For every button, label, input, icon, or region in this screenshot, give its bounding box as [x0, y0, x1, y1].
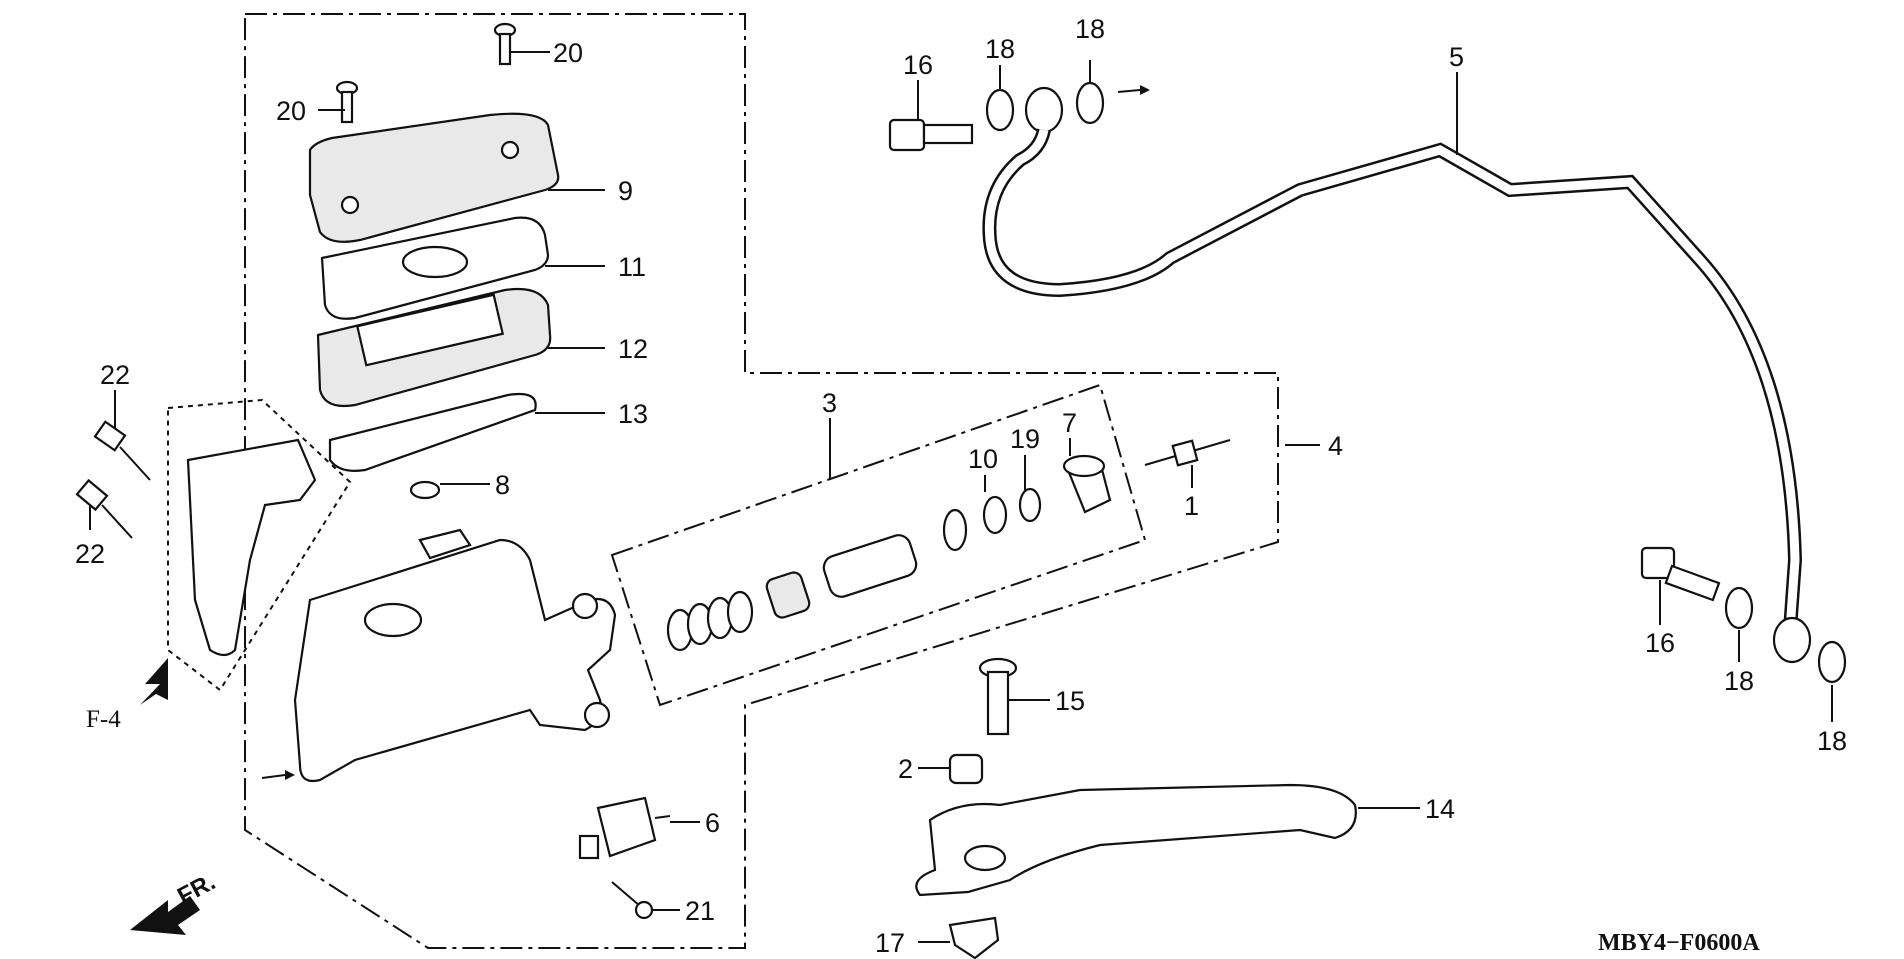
front-arrow [130, 896, 200, 935]
bolt-22-top [93, 420, 151, 481]
callout-6: 6 [705, 808, 720, 838]
pivot-nut [948, 916, 1000, 959]
screw-20-top [493, 22, 517, 66]
washer-18-top-a [985, 88, 1015, 132]
callout-18-bottom-b: 18 [1817, 726, 1847, 756]
callout-20-left: 20 [276, 96, 306, 126]
holder-bracket [186, 438, 317, 657]
piston-kit-boundary [610, 383, 1147, 707]
boot-7 [1062, 454, 1112, 514]
reservoir-cap [308, 112, 560, 243]
oil-bolt-16-top [888, 118, 974, 152]
callout-17: 17 [875, 928, 905, 958]
washer-18-bottom-b [1817, 640, 1847, 684]
callout-9: 9 [618, 176, 633, 206]
clip-8 [409, 480, 441, 500]
callout-19: 19 [1010, 424, 1040, 454]
cup [765, 571, 811, 619]
callout-22-bottom: 22 [75, 539, 105, 569]
screw-20-left [335, 80, 359, 124]
callout-22-top: 22 [100, 360, 130, 390]
washer-10-area [942, 487, 1042, 552]
gasket [328, 392, 537, 472]
callout-10: 10 [968, 444, 998, 474]
callout-20-top: 20 [553, 38, 583, 68]
washer-18-bottom-a [1724, 586, 1754, 630]
reference-f4: F-4 [86, 706, 121, 733]
callout-18-top-a: 18 [985, 34, 1015, 64]
piston [822, 534, 918, 598]
oil-bolt-16-bottom [1640, 546, 1721, 602]
callout-5: 5 [1449, 42, 1464, 72]
callout-11: 11 [618, 252, 646, 282]
diagram-code: MBY4−F0600A [1598, 930, 1760, 956]
callout-18-bottom-a: 18 [1724, 666, 1754, 696]
callout-2: 2 [898, 754, 913, 784]
assembly-boundary [244, 13, 1279, 949]
clutch-lever [915, 783, 1357, 897]
pivot-bolt [978, 657, 1018, 736]
callout-7: 7 [1062, 408, 1077, 438]
callout-16-bottom: 16 [1645, 628, 1675, 658]
callout-1: 1 [1184, 491, 1199, 521]
push-rod [1144, 439, 1231, 467]
callout-12: 12 [618, 334, 648, 364]
callout-8: 8 [495, 470, 510, 500]
spring [666, 590, 754, 652]
screw-21 [611, 881, 654, 920]
washer-18-top-b [1075, 81, 1105, 125]
callout-16-top: 16 [903, 50, 933, 80]
callout-14: 14 [1425, 794, 1455, 824]
master-cylinder-body [293, 538, 617, 783]
clutch-switch [578, 796, 671, 860]
callout-18-top-b: 18 [1075, 14, 1105, 44]
leader-lines [89, 51, 1833, 943]
callout-15: 15 [1055, 686, 1085, 716]
hose-banjo-bottom [1772, 616, 1812, 664]
callout-3: 3 [822, 388, 837, 418]
banjo-fitting-top [1024, 86, 1064, 134]
pivot-collar [948, 753, 984, 785]
callout-13: 13 [618, 399, 648, 429]
callout-4: 4 [1328, 431, 1343, 461]
callout-21: 21 [685, 896, 715, 926]
f4-arrow [140, 658, 168, 705]
bolt-22-bottom [75, 478, 133, 539]
